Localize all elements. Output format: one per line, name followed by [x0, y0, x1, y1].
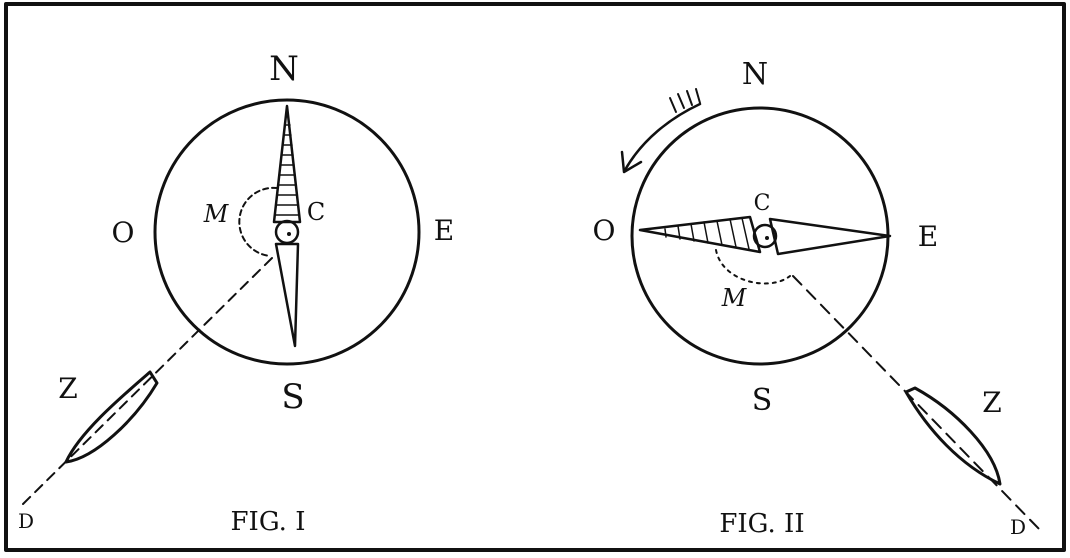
fig1-magnet-label: M — [203, 200, 230, 228]
fig1-magnet-arc — [238, 186, 278, 257]
fig1-needle-south — [274, 242, 300, 348]
fig2-magnet-label: M — [721, 284, 748, 312]
fig2-south-label: S — [752, 383, 773, 418]
fig1-caption: FIG. I — [231, 507, 306, 537]
fig1-boat — [64, 370, 159, 464]
fig1-south-label: S — [281, 377, 304, 417]
fig2-east-label: E — [918, 220, 938, 253]
figure-2: N S E O C M Z D FIG. II — [593, 57, 1041, 539]
fig1-center-label: C — [307, 198, 325, 226]
fig1-north-label: N — [269, 49, 299, 89]
fig1-course-line — [21, 257, 273, 506]
fig1-needle-hatching — [275, 124, 300, 216]
fig1-pivot — [274, 219, 300, 245]
fig2-needle-east — [768, 217, 892, 256]
fig2-boat — [904, 386, 1002, 486]
fig1-direction-label: D — [18, 509, 34, 533]
fig1-west-label: O — [112, 216, 135, 249]
outer-frame — [4, 2, 1066, 552]
fig2-boat-label: Z — [982, 386, 1001, 419]
fig2-needle-west — [638, 215, 762, 254]
fig2-direction-label: D — [1010, 515, 1026, 539]
fig1-boat-label: Z — [58, 372, 77, 405]
fig2-magnet-arc — [715, 249, 791, 285]
fig2-caption: FIG. II — [719, 509, 804, 539]
fig2-rotation-arrow — [623, 102, 702, 172]
fig2-needle-hatching — [664, 217, 750, 250]
figure-1: N S E O C M Z D FIG. I — [18, 49, 454, 537]
fig1-east-label: E — [434, 214, 454, 247]
fig2-pivot-dot — [765, 236, 769, 240]
fig2-center-label: C — [754, 191, 771, 216]
fig1-pivot-dot — [287, 232, 291, 236]
fig2-course-line — [792, 275, 1041, 531]
fig2-pivot — [752, 223, 778, 249]
fig2-arrow-fletching — [669, 88, 701, 113]
fig2-west-label: O — [593, 214, 616, 247]
fig1-compass-ring — [153, 98, 421, 366]
fig2-north-label: N — [742, 57, 768, 92]
fig2-arrow-head — [620, 150, 643, 174]
